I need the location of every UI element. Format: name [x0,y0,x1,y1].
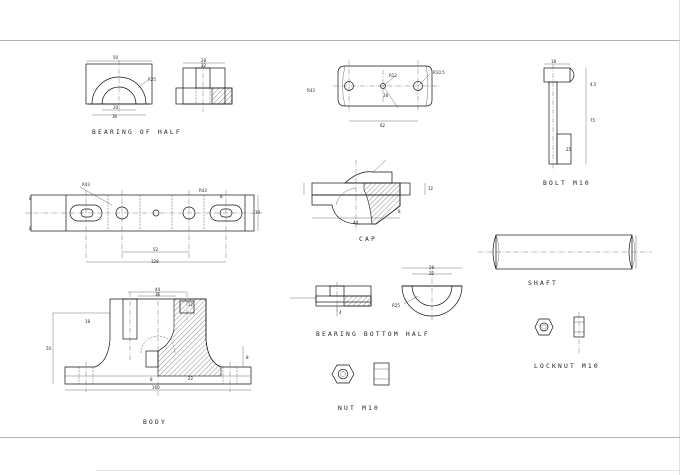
label-bolt: BOLT M10 [543,180,591,187]
bearing-bottom-half-side: 4 [290,282,372,316]
dim-body-36: 36 [155,292,161,297]
dim-cap-r43: R43 [307,88,315,93]
dim-bot-r25: R25 [392,303,400,308]
dim-capside-44: 44 [353,220,359,225]
dim-base-52: 52 [153,247,159,252]
dim-body-12: 12 [188,302,194,307]
dim-bolt-18: 18 [551,59,557,64]
locknut-m10-drawing [534,312,585,354]
base-plan-view: R43 R43 52 128 39 8 8 8 [25,182,262,264]
dim-capside-8: 8 [398,209,401,214]
dim-base-39: 39 [255,210,261,215]
dim-body-50: 50 [46,346,52,351]
bearing-top-half-front-view: 50 R25 20 36 [85,55,156,119]
dim-bolt-75: 75 [590,118,596,123]
dim-cap-r10: R10.5 [433,70,445,75]
dim-body-44: 44 [155,287,161,292]
dim-side-22: 22 [201,63,207,68]
dim-side-28: 28 [201,58,207,63]
dim-base-128: 128 [151,259,159,264]
label-bearing-bottom-half: BEARING BOTTOM HALF [316,331,430,338]
body-front-view: 44 36 12 50 18 160 22 8 8 [46,287,252,396]
dim-bot-4: 4 [339,310,342,315]
dim-body-8: 8 [246,355,249,360]
dim-bolt-25: 25 [566,147,572,152]
dim-bot-28: 28 [429,265,435,270]
label-locknut: LOCKNUT M10 [534,363,600,370]
label-shaft: SHAFT [528,280,558,287]
dim-base-8-right: 8 [220,194,223,199]
dim-body-22: 22 [188,376,194,381]
dim-cap-r12: R12 [389,73,397,78]
dim-top-half-20: 20 [113,105,119,110]
dim-base-8-top: 8 [29,196,32,201]
nut-m10-drawing [331,362,390,386]
dim-cap-28: 28 [383,93,389,98]
dim-body-18: 18 [85,319,91,324]
label-nut: NUT M10 [338,405,380,412]
dim-capside-12: 12 [428,186,434,191]
bearing-bottom-half-front: 28 22 R25 [392,265,463,320]
dim-body-160: 160 [152,385,160,390]
bolt-m10-drawing: 18 4.5 75 25 [543,59,597,170]
cap-top-view: R43 R12 R10.5 28 62 [307,60,445,128]
dim-base-r43-right: R43 [199,188,207,193]
dim-top-half-radius: R25 [148,77,156,82]
dim-base-r43: R43 [82,182,90,187]
dim-bot-22: 22 [429,271,435,276]
cap-side-view: 12 44 8 [303,159,434,232]
dim-top-half-36: 36 [112,114,118,119]
shaft-drawing [478,234,652,270]
dim-bolt-45: 4.5 [590,82,597,87]
bearing-top-half-side-view: 28 22 [175,58,233,112]
label-body: BODY [143,419,167,426]
dim-body-8-mid: 8 [150,377,153,382]
dim-cap-62: 62 [380,123,386,128]
label-cap: CAP [359,236,377,243]
dim-base-8-bottom: 8 [29,226,32,231]
label-bearing-top-half: BEARING OF HALF [92,129,182,136]
dim-top-half-width: 50 [113,55,119,60]
